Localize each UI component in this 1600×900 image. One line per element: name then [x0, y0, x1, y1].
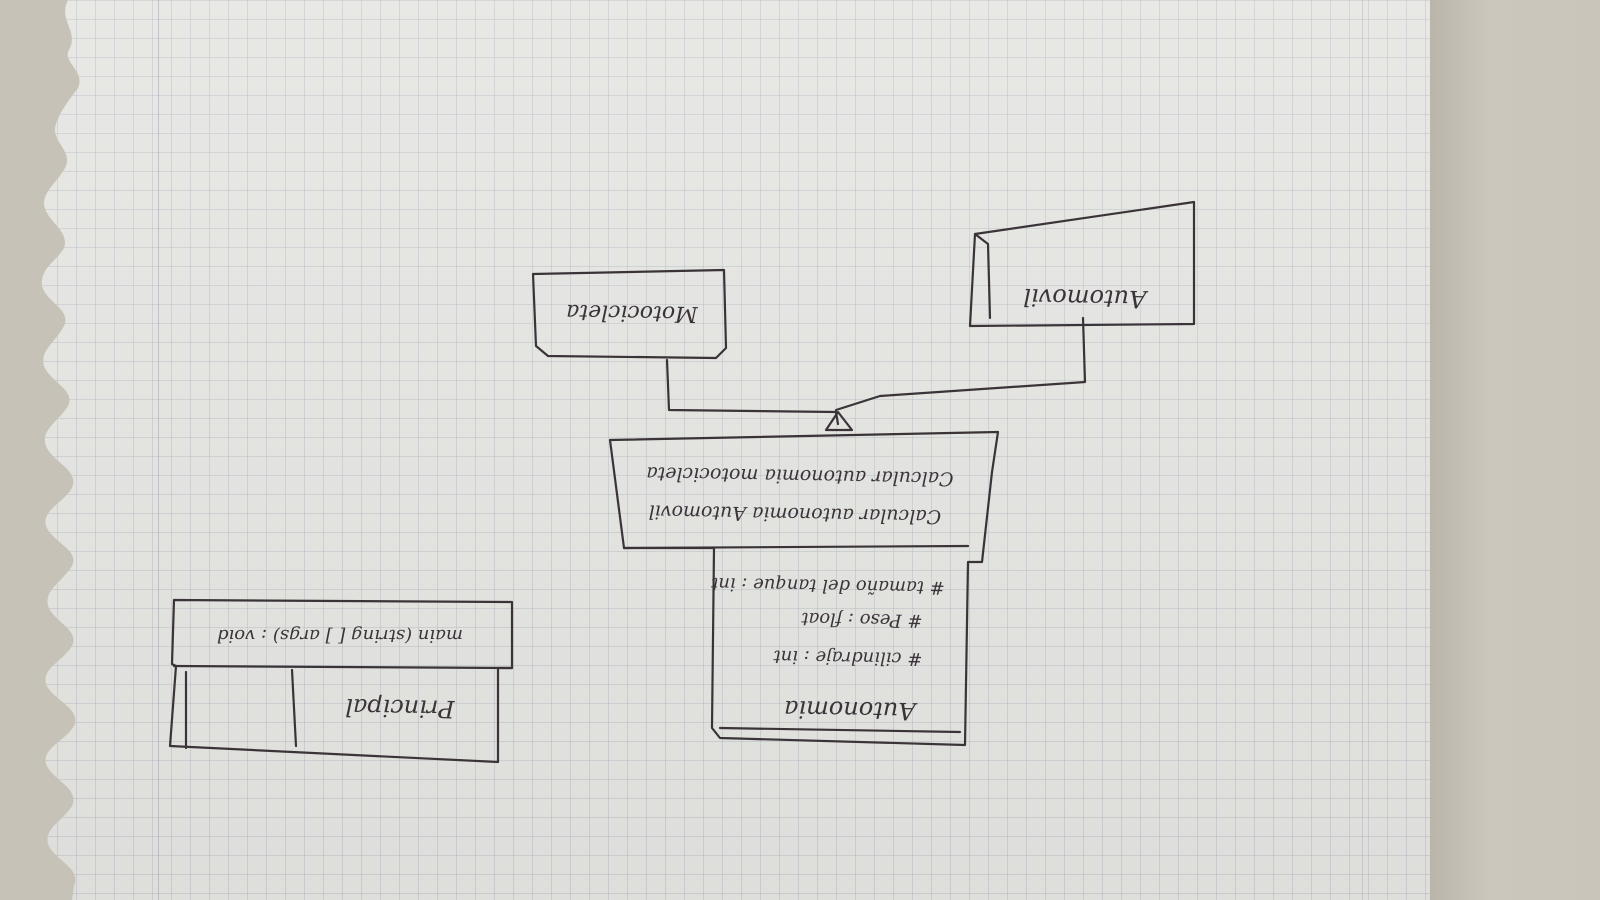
torn-paper-edge [0, 0, 80, 900]
class-autonomia: Calcular autonomia motocicleta Calcular … [608, 430, 1000, 747]
class-principal-name: Principal [345, 693, 456, 723]
method-calc-auto: Calcular autonomia Automovil [648, 500, 941, 527]
class-automovil-name: Automovil [1023, 283, 1148, 313]
class-autonomia-name: Autonomia [784, 695, 918, 725]
method-calc-moto: Calcular autonomia motocicleta [646, 462, 954, 489]
class-principal-divider [172, 664, 514, 670]
paper-right-margin [1362, 0, 1363, 900]
class-principal-box [168, 598, 514, 764]
class-motocicleta-box [531, 268, 728, 360]
class-automovil-box [968, 200, 1196, 328]
paper-margin-line [158, 0, 159, 900]
class-autonomia-divider [622, 544, 970, 550]
inheritance-arrowhead [824, 410, 854, 432]
class-automovil: Automovil [968, 200, 1196, 328]
class-motocicleta-name: Motocicleta [566, 299, 699, 326]
class-motocicleta: Motocicleta [531, 268, 728, 360]
class-principal: main (string [ ] args) : void Principal [168, 598, 514, 764]
background-surface [1430, 0, 1600, 900]
inheritance-line-automovil [834, 316, 1087, 412]
attribute-cilindraje: # cilindraje : int [773, 646, 923, 670]
attribute-tamano-tanque: # tamaño del tanque : int [710, 573, 945, 598]
graph-paper [0, 0, 1430, 900]
attribute-peso: # Peso : float [800, 608, 922, 631]
class-principal-compartment [290, 668, 298, 748]
method-main: main (string [ ] args) : void [217, 625, 463, 646]
class-automovil-box-inner [973, 232, 992, 320]
inheritance-line-motocicleta [665, 358, 838, 414]
class-autonomia-name-divider [718, 726, 962, 734]
